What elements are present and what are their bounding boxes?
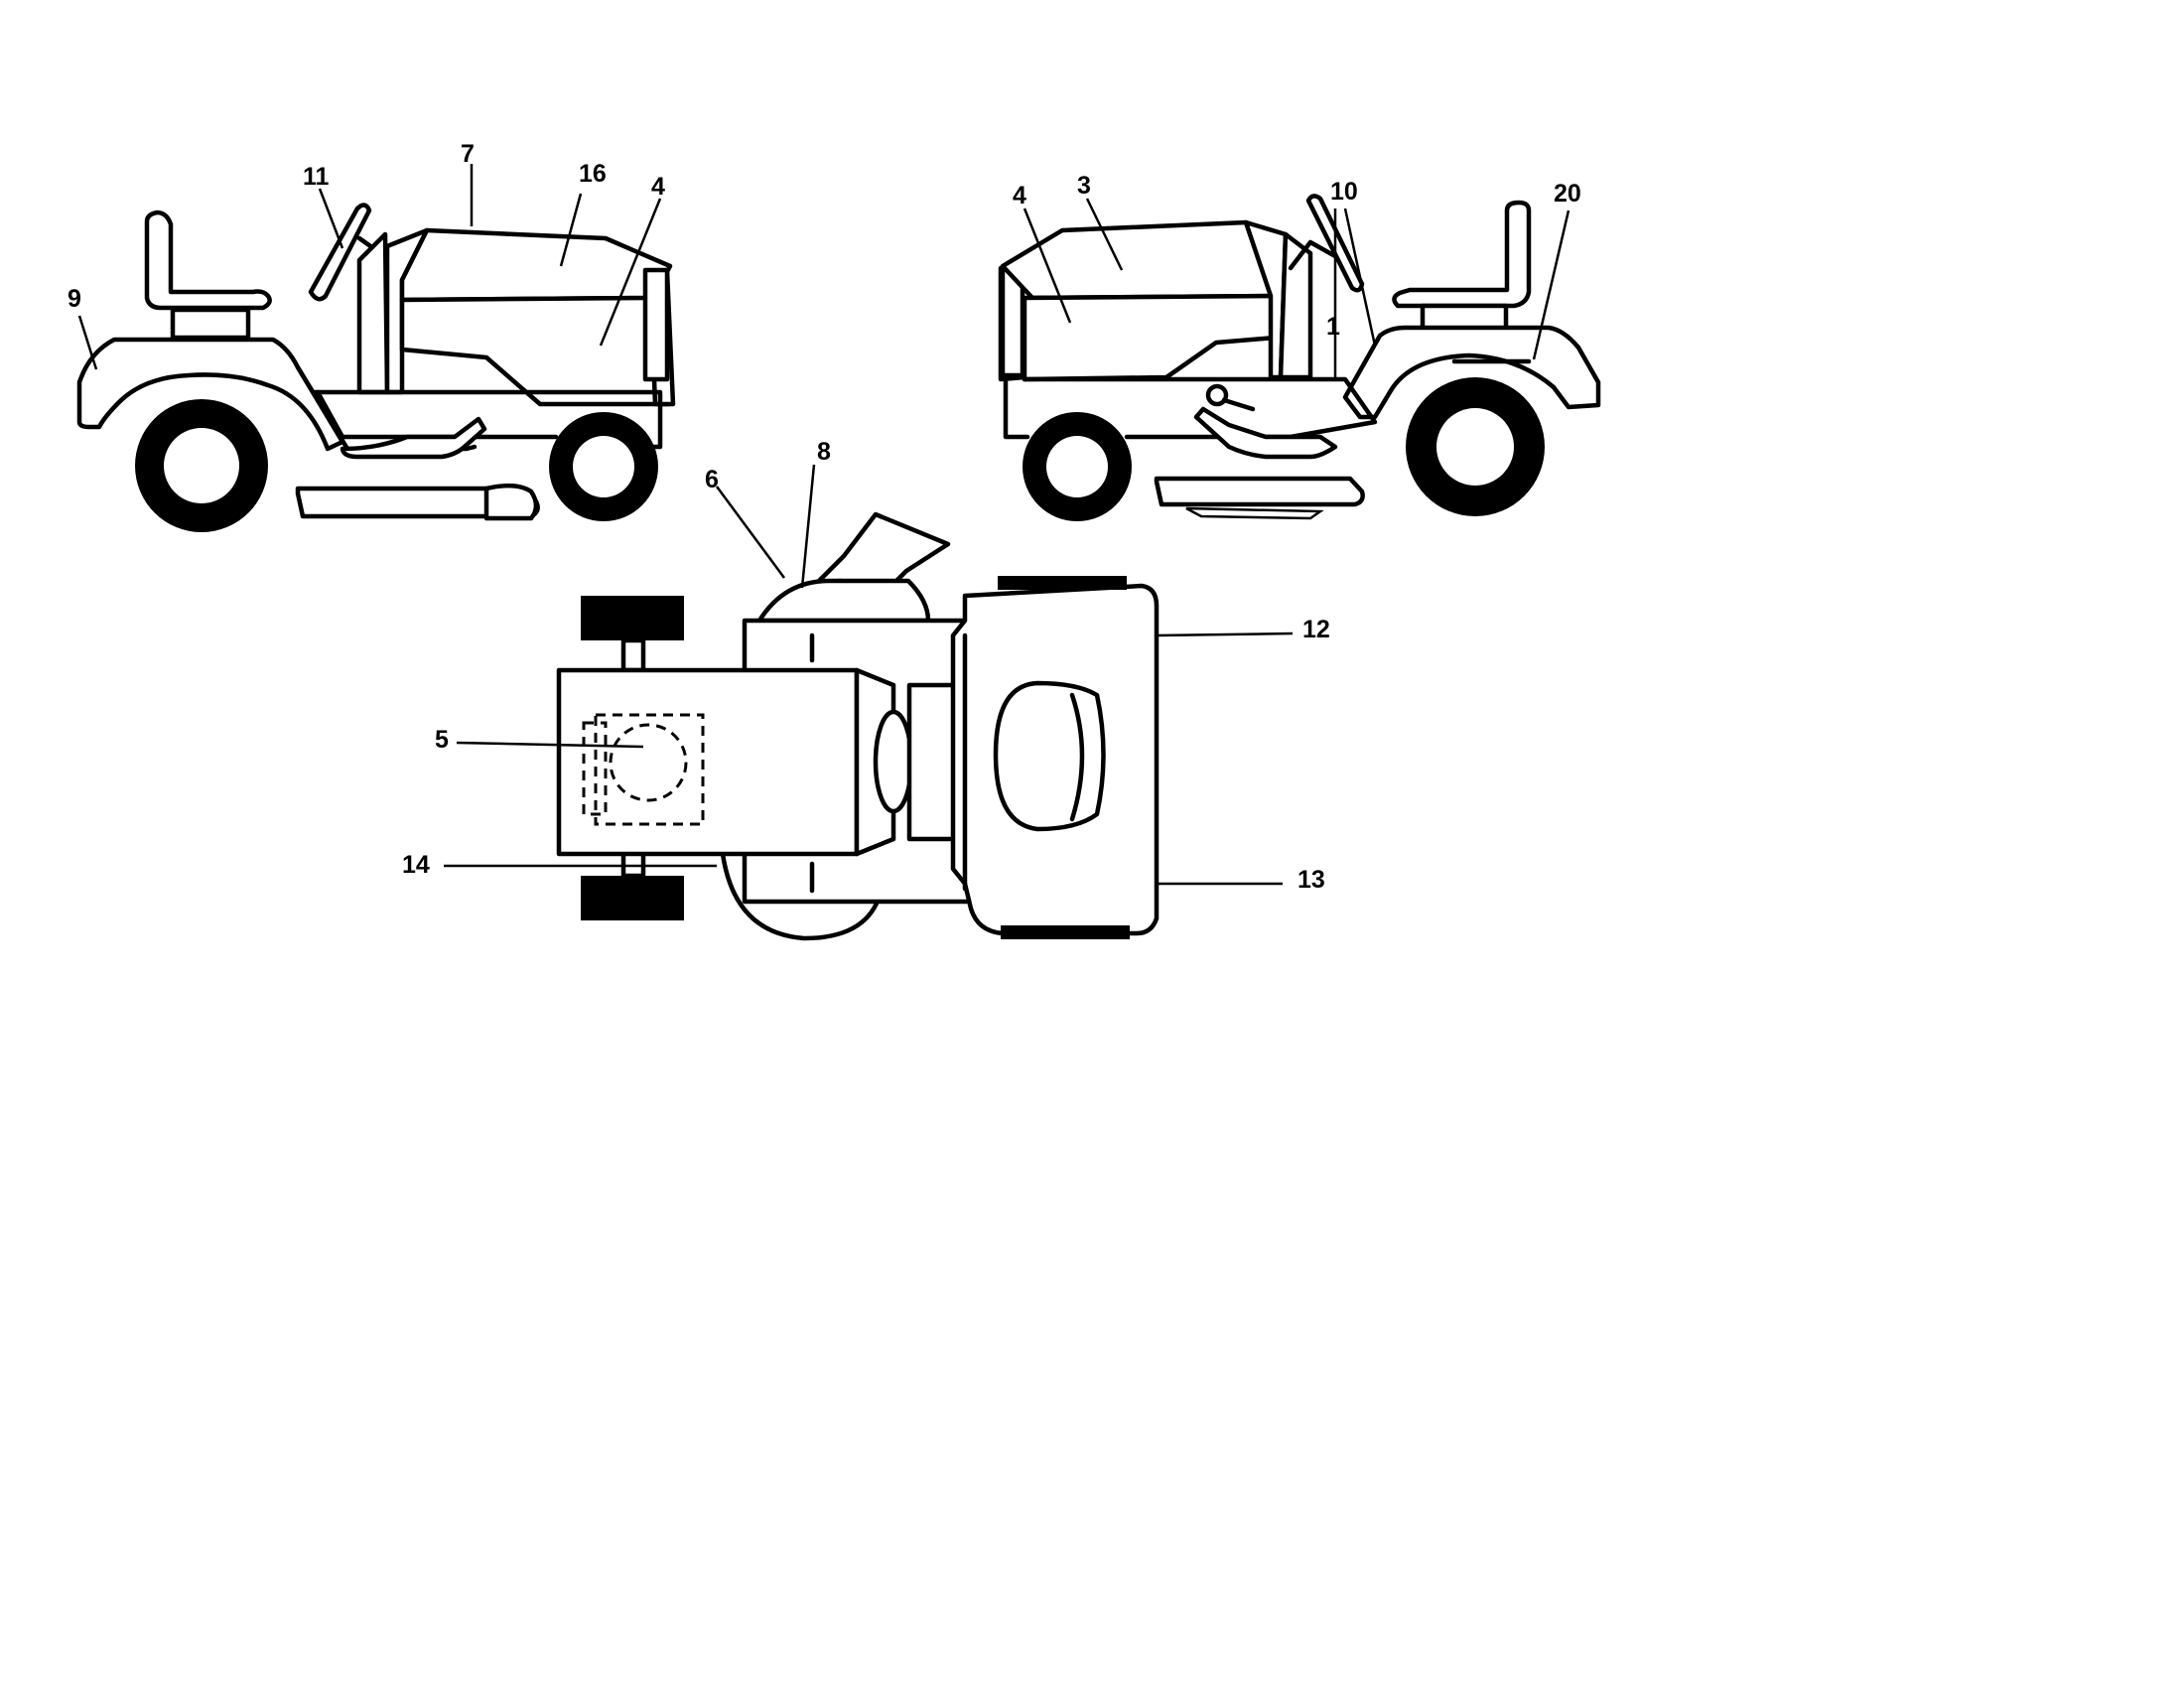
chassis-line xyxy=(315,389,559,440)
seat xyxy=(144,210,272,311)
seat-top xyxy=(993,680,1106,832)
rear-wheel-bottom xyxy=(1001,925,1130,939)
label-16: 16 xyxy=(579,160,607,188)
footrest xyxy=(1193,406,1338,460)
hood-side xyxy=(1022,293,1279,382)
hood xyxy=(399,227,673,303)
deck-underside xyxy=(1185,506,1324,520)
label-4-left: 4 xyxy=(651,173,665,201)
rear-wheel-top xyxy=(998,576,1127,590)
deck-chute xyxy=(483,483,539,521)
top-view xyxy=(556,511,1160,941)
rear-wheel-hub xyxy=(164,428,239,503)
seat-back-top xyxy=(1069,692,1085,822)
front-wheel-top xyxy=(581,596,684,640)
label-11: 11 xyxy=(303,163,330,191)
label-5: 5 xyxy=(435,726,449,754)
seat xyxy=(1392,200,1532,309)
right-side-view xyxy=(998,194,1601,521)
callout-labels: 9 11 7 16 4 4 3 10 1 20 6 8 12 5 14 13 xyxy=(68,140,1581,894)
leader-lines xyxy=(77,164,1570,886)
footrest xyxy=(340,416,487,460)
seat-base xyxy=(170,307,251,341)
label-12: 12 xyxy=(1302,616,1330,643)
dashed-part-circle xyxy=(609,723,688,802)
control-lever-knob xyxy=(1205,383,1229,407)
label-20: 20 xyxy=(1554,180,1581,208)
front-wheel-hub xyxy=(1046,436,1108,497)
front-wheel-hub xyxy=(573,436,634,497)
axle-stub-top xyxy=(620,637,646,673)
label-7: 7 xyxy=(461,140,475,168)
steering-wheel xyxy=(308,203,372,302)
control-lever xyxy=(1221,397,1256,412)
label-3: 3 xyxy=(1077,172,1091,200)
label-8: 8 xyxy=(817,438,831,466)
hood-top xyxy=(556,667,860,857)
deck-arc xyxy=(720,851,882,941)
dash-console xyxy=(1278,231,1313,380)
label-1: 1 xyxy=(1326,313,1340,341)
label-14: 14 xyxy=(402,851,430,879)
front-wheel-bottom xyxy=(581,876,684,920)
label-6: 6 xyxy=(705,466,719,493)
label-4-right: 4 xyxy=(1013,182,1026,210)
chute-base xyxy=(756,578,931,624)
label-10: 10 xyxy=(1330,178,1358,206)
label-13: 13 xyxy=(1297,866,1325,894)
left-side-view xyxy=(76,203,676,532)
dash-console xyxy=(356,231,390,395)
dashed-part-outer xyxy=(594,713,705,826)
dashed-part-side xyxy=(582,721,608,816)
label-9: 9 xyxy=(68,285,81,313)
rear-fender xyxy=(76,337,345,452)
headlight-panel xyxy=(642,267,670,382)
steering-wheel-top xyxy=(873,709,914,814)
mower-deck xyxy=(1154,476,1365,507)
chassis-bottom xyxy=(1003,376,1030,440)
steering-column xyxy=(1288,239,1338,271)
rear-wheel-hub xyxy=(1436,408,1514,486)
